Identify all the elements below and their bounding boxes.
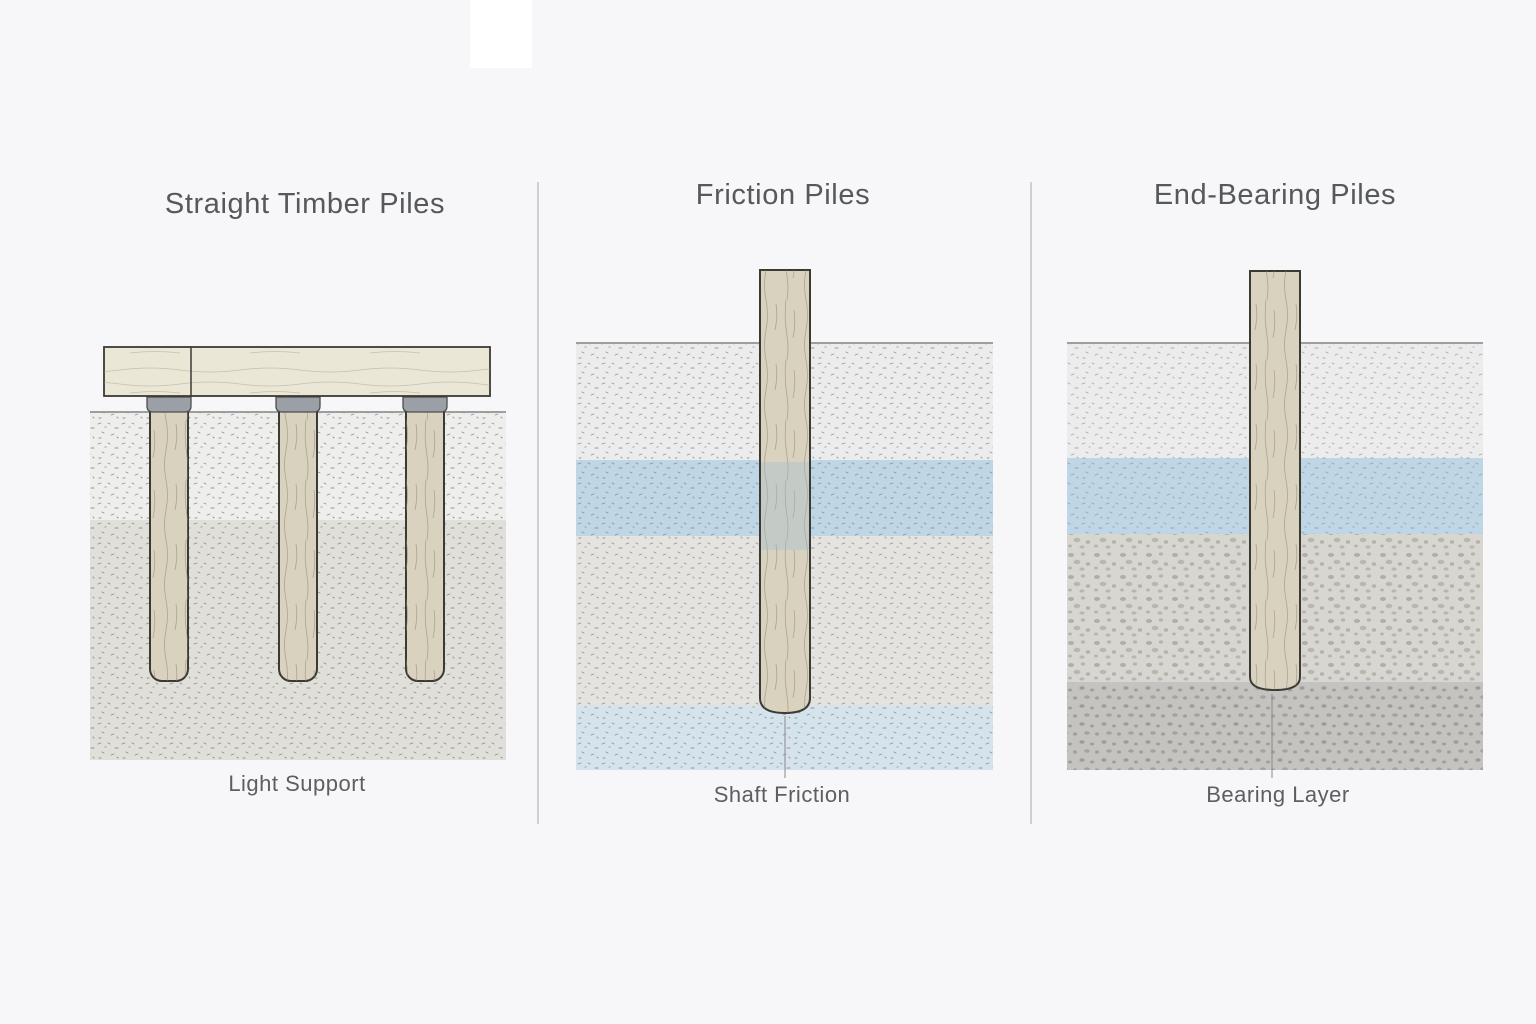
timber-pile-icon: [406, 400, 444, 681]
timber-pile-icon: [150, 400, 188, 681]
timber-pile-icon: [1250, 271, 1300, 690]
panel-3-caption: Bearing Layer: [1128, 782, 1428, 808]
timber-pile-icon: [760, 270, 810, 713]
panel-1-title: Straight Timber Piles: [105, 188, 505, 221]
panel-1-caption: Light Support: [147, 771, 447, 797]
panel-2-title: Friction Piles: [583, 179, 983, 212]
panel-2-caption: Shaft Friction: [632, 782, 932, 808]
pile-bracket-icon: [276, 397, 320, 412]
timber-pile-icon: [279, 400, 317, 681]
panel-divider: [1030, 182, 1032, 824]
pile-bracket-icon: [147, 397, 191, 412]
panel-3-title: End-Bearing Piles: [1075, 179, 1475, 212]
timber-beam-icon: [104, 347, 490, 396]
panel-2-pile: [760, 270, 810, 778]
panel-1-brackets: [147, 397, 447, 412]
pile-bracket-icon: [403, 397, 447, 412]
panel-divider: [537, 182, 539, 824]
